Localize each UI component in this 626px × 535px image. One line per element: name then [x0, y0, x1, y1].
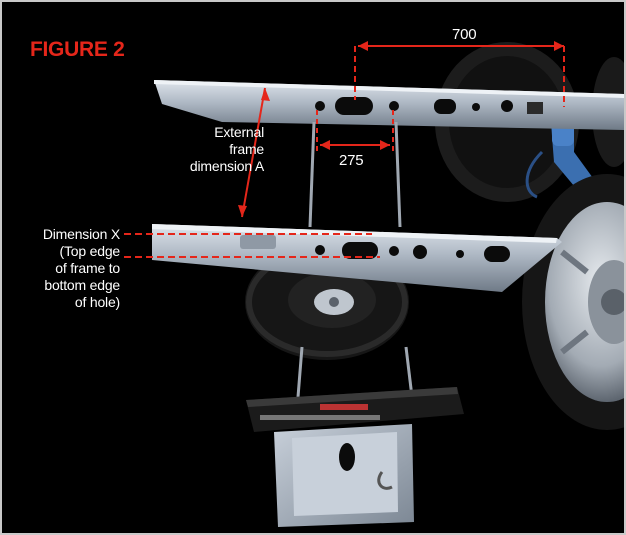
dimension-annotations [124, 41, 565, 258]
external-frame-line-1: External [214, 124, 264, 140]
dimension-700-label: 700 [452, 26, 477, 43]
dimension-x-line-1: Dimension X [42, 226, 120, 242]
dimension-x-line-5: of hole) [74, 294, 120, 310]
external-frame-line-2: frame [229, 141, 264, 157]
external-frame-line-3: dimension A [189, 158, 264, 174]
spare-wheel-carrier-bracket-icon [296, 121, 414, 398]
figure-title: FIGURE 2 [30, 38, 125, 61]
dimension-x-label: Dimension X (Top edge of frame to bottom… [12, 226, 120, 311]
dimension-275-label: 275 [339, 152, 364, 169]
external-frame-dimension-label: External frame dimension A [172, 124, 264, 175]
tow-hitch-plate-icon [246, 387, 464, 527]
upper-chassis-rail-icon [154, 80, 624, 130]
rear-road-wheel-icon [522, 174, 624, 430]
dimension-x-line-4: bottom edge [44, 277, 120, 293]
dimension-x-line-3: of frame to [55, 260, 120, 276]
dimension-a-line [241, 87, 266, 218]
dimension-x-line-2: (Top edge [59, 243, 121, 259]
